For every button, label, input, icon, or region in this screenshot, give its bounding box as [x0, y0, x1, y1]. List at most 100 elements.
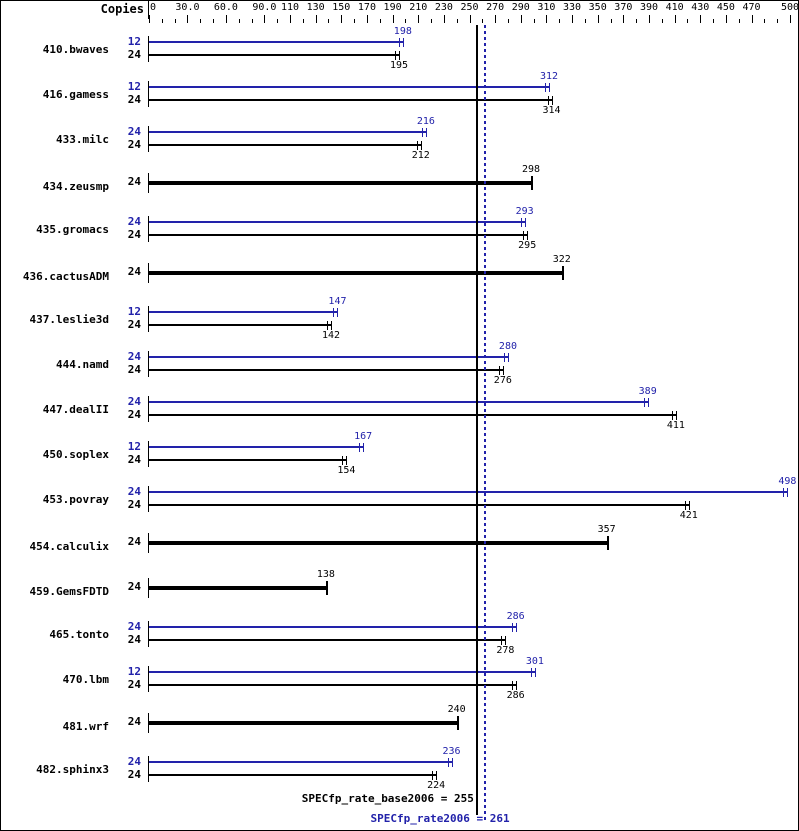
- x-tick-label: 210: [409, 2, 428, 13]
- x-tick-major: [623, 15, 624, 23]
- x-tick-minor: [162, 19, 163, 23]
- peak-value-label: 312: [539, 71, 558, 82]
- x-tick-minor: [777, 19, 778, 23]
- peak-copies: 24: [127, 485, 141, 498]
- bar-origin-rule: [148, 173, 149, 193]
- bar-end-cap: [448, 758, 449, 767]
- bar-origin-rule: [148, 713, 149, 733]
- x-tick-major: [521, 15, 522, 23]
- bar-end-cap: [548, 96, 549, 105]
- bar-origin-rule: [148, 126, 149, 152]
- base-value-label: 411: [666, 420, 685, 431]
- base-value-label: 278: [496, 645, 515, 656]
- benchmark-label: 435.gromacs: [36, 223, 109, 236]
- x-tick-minor: [213, 19, 214, 23]
- base-value-label: 276: [493, 375, 512, 386]
- bar-end-cap: [505, 636, 506, 645]
- bar-end-cap: [787, 488, 788, 497]
- bar-end-cap: [512, 623, 513, 632]
- x-tick-minor: [380, 19, 381, 23]
- x-tick-major: [226, 15, 227, 23]
- copies-column-header: Copies: [100, 2, 144, 16]
- x-tick-minor: [277, 19, 278, 23]
- peak-copies: 24: [127, 395, 141, 408]
- x-tick-label: 30.0: [175, 2, 200, 13]
- base-value-label: 212: [411, 150, 430, 161]
- base-bar: [149, 234, 528, 236]
- peak-value-label: 236: [442, 746, 461, 757]
- footer-peak-score: SPECfp_rate2006 = 261: [370, 812, 510, 825]
- bar-end-cap: [531, 668, 532, 677]
- x-tick-minor: [354, 19, 355, 23]
- bar-end-cap: [421, 141, 422, 150]
- base-value-label: 286: [506, 690, 525, 701]
- x-tick-major: [726, 15, 727, 23]
- base-value-label: 322: [552, 254, 571, 265]
- x-tick-label: 110: [280, 2, 300, 13]
- bar-end-cap: [689, 501, 690, 510]
- peak-value-label: 498: [778, 476, 797, 487]
- bar-end-cap: [549, 83, 550, 92]
- peak-copies: 24: [127, 755, 141, 768]
- bar-origin-rule: [148, 666, 149, 692]
- base-copies: 24: [127, 535, 141, 548]
- peak-bar: [149, 311, 338, 313]
- bar-origin-rule: [148, 441, 149, 467]
- x-tick-major: [418, 15, 419, 23]
- x-tick-major: [598, 15, 599, 23]
- x-tick-label: 470: [742, 2, 761, 13]
- base-copies: 24: [127, 93, 141, 106]
- bar-end-cap: [527, 231, 528, 240]
- footer-base-score: SPECfp_rate_base2006 = 255: [301, 792, 474, 805]
- bar-end-cap: [512, 681, 513, 690]
- base-copies: 24: [127, 453, 141, 466]
- bar-end-cap: [426, 128, 427, 137]
- bar-origin-rule: [148, 351, 149, 377]
- base-value-label: 357: [597, 524, 616, 535]
- base-bar: [149, 459, 347, 461]
- peak-bar: [149, 761, 452, 763]
- x-tick-major: [572, 15, 573, 23]
- base-bar: [149, 54, 399, 56]
- x-tick-major: [187, 15, 188, 23]
- benchmark-label: 454.calculix: [29, 540, 109, 553]
- benchmark-label: 436.cactusADM: [22, 270, 109, 283]
- base-copies: 24: [127, 768, 141, 781]
- bar-end-cap: [523, 231, 524, 240]
- base-copies: 24: [127, 580, 141, 593]
- base-bar: [149, 181, 532, 185]
- base-value-label: 295: [518, 240, 537, 251]
- base-copies: 24: [127, 408, 141, 421]
- peak-copies: 12: [127, 440, 141, 453]
- x-tick-minor: [431, 19, 432, 23]
- base-value-label: 298: [522, 164, 541, 175]
- peak-bar: [149, 221, 525, 223]
- x-tick-minor: [175, 19, 176, 23]
- bar-end-cap: [504, 353, 505, 362]
- x-tick-minor: [559, 19, 560, 23]
- peak-value-label: 280: [498, 341, 517, 352]
- bar-end-cap: [545, 83, 546, 92]
- peak-copies: 24: [127, 620, 141, 633]
- bar-end-cap: [562, 266, 564, 280]
- bar-end-cap: [403, 38, 404, 47]
- x-tick-major: [264, 15, 265, 23]
- bar-end-cap: [783, 488, 784, 497]
- x-tick-minor: [239, 19, 240, 23]
- benchmark-label: 447.dealII: [42, 403, 109, 416]
- base-value-label: 154: [337, 465, 356, 476]
- x-tick-minor: [252, 19, 253, 23]
- x-tick-label: 60.0: [213, 2, 238, 13]
- benchmark-label: 410.bwaves: [42, 43, 109, 56]
- bar-end-cap: [531, 176, 533, 190]
- base-copies: 24: [127, 228, 141, 241]
- bar-end-cap: [436, 771, 437, 780]
- x-tick-minor: [687, 19, 688, 23]
- base-value-label: 224: [427, 780, 446, 791]
- x-tick-minor: [405, 19, 406, 23]
- base-value-label: 195: [389, 60, 409, 71]
- base-bar: [149, 721, 457, 725]
- x-tick-label: 170: [357, 2, 376, 13]
- peak-bar: [149, 491, 788, 493]
